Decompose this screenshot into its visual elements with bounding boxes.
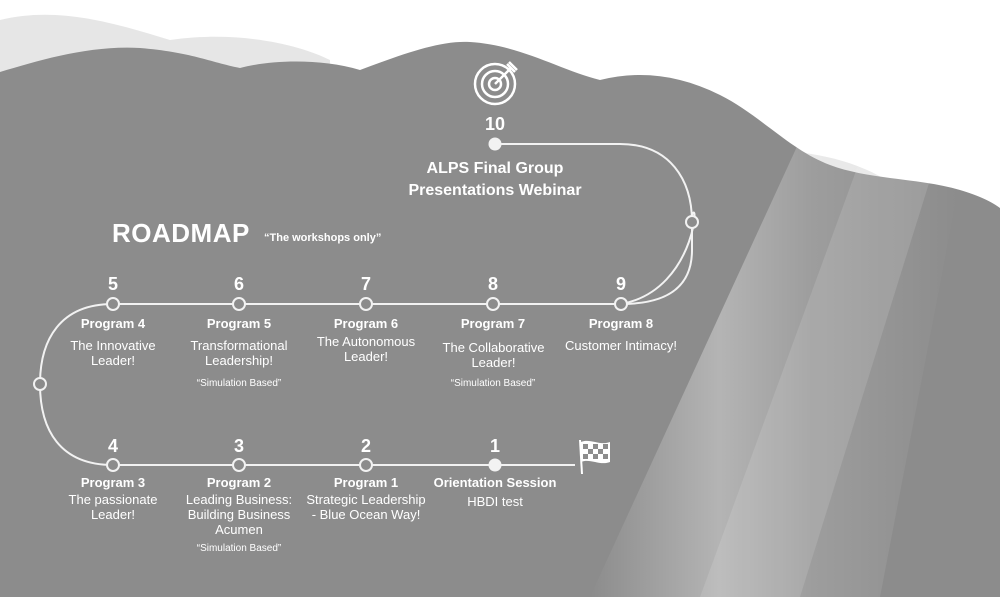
step-number: 4 <box>107 436 118 456</box>
step-number: 8 <box>487 274 498 294</box>
simulation-note: “Simulation Based” <box>450 378 536 389</box>
step-number: 9 <box>615 274 626 294</box>
final-line-1: ALPS Final Group <box>426 160 564 177</box>
program-description: The Collaborative Leader! <box>442 340 545 370</box>
light-beam-inner <box>700 160 930 597</box>
program-label: Program 5 <box>206 316 272 331</box>
node-1 <box>488 458 502 472</box>
node-8 <box>486 297 500 311</box>
light-beam <box>590 140 960 597</box>
program-label: Program 2 <box>206 475 272 490</box>
node-7 <box>359 297 373 311</box>
step-number: 3 <box>233 436 244 456</box>
final-presentation-label: ALPS Final Group Presentations Webinar <box>365 158 625 202</box>
program-label: Program 6 <box>333 316 399 331</box>
node-2 <box>359 458 373 472</box>
final-line-2: Presentations Webinar <box>408 182 582 199</box>
node-9 <box>614 297 628 311</box>
step-number: 1 <box>489 436 500 456</box>
program-description: Customer Intimacy! <box>565 338 677 353</box>
node-4 <box>106 458 120 472</box>
node-right-turn <box>685 215 699 229</box>
program-description: Transformational Leadership! <box>190 338 288 368</box>
step-number: 6 <box>233 274 244 294</box>
program-label: Program 1 <box>333 475 399 490</box>
node-6 <box>232 297 246 311</box>
node-3 <box>232 458 246 472</box>
node-5 <box>106 297 120 311</box>
roadmap-title: ROADMAP <box>112 218 250 248</box>
roadmap-subtitle: “The workshops only” <box>264 232 382 244</box>
simulation-note: “Simulation Based” <box>196 378 282 389</box>
step-number: 7 <box>360 274 371 294</box>
step-number: 5 <box>107 274 118 294</box>
program-label: Program 3 <box>80 475 146 490</box>
target-icon <box>473 61 518 106</box>
program-description: Strategic Leadership - Blue Ocean Way! <box>306 492 426 522</box>
checkered-flag-icon <box>579 439 610 475</box>
step-number: 2 <box>360 436 371 456</box>
node-10 <box>488 137 502 151</box>
program-label: Orientation Session <box>433 475 557 490</box>
program-label: Program 7 <box>460 316 526 331</box>
program-label: Program 8 <box>588 316 654 331</box>
program-description: The Innovative Leader! <box>70 338 156 368</box>
program-description: HBDI test <box>467 494 523 509</box>
program-description: The passionate Leader! <box>68 492 158 522</box>
program-label: Program 4 <box>80 316 146 331</box>
step-number-10: 10 <box>484 114 506 134</box>
node-left-turn <box>33 377 47 391</box>
program-description: Leading Business: Building Business Acum… <box>185 492 293 537</box>
program-description: The Autonomous Leader! <box>316 334 416 364</box>
simulation-note: “Simulation Based” <box>196 543 282 554</box>
